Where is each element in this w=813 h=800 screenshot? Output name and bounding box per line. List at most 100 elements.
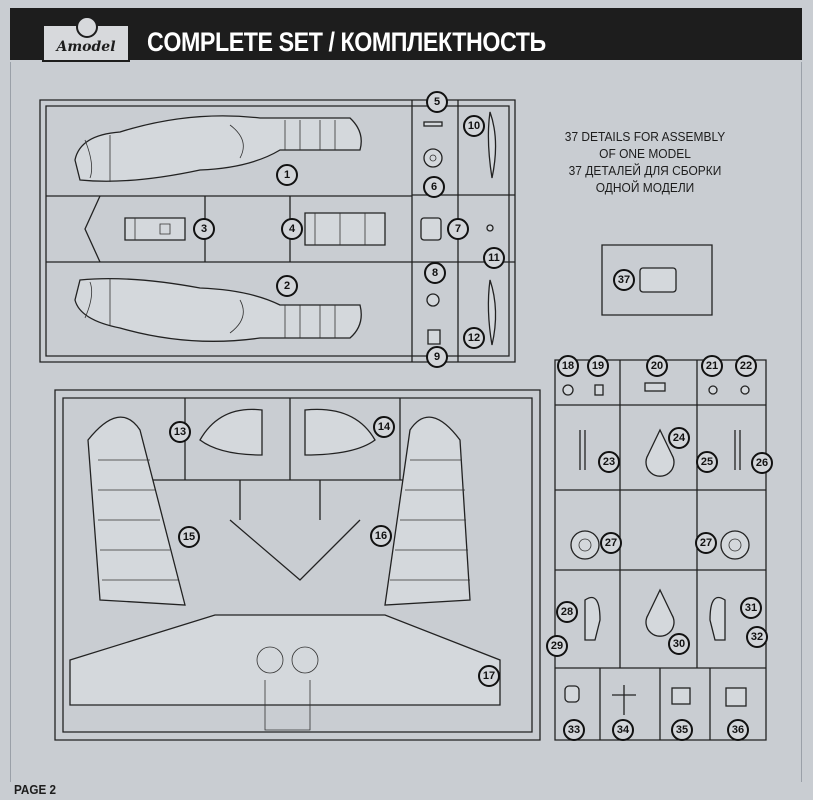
part-number-11: 11 [483, 247, 505, 269]
svg-text:13: 13 [174, 426, 186, 438]
part-number-9: 9 [426, 346, 448, 368]
part-number-31: 31 [740, 597, 762, 619]
svg-text:33: 33 [568, 724, 580, 736]
svg-text:25: 25 [701, 456, 713, 468]
svg-text:26: 26 [756, 457, 768, 469]
note-line-2: OF ONE MODEL [599, 146, 691, 161]
note-line-3: 37 ДЕТАЛЕЙ ДЛЯ СБОРКИ [568, 163, 722, 178]
fuselage-half-2 [74, 277, 362, 342]
svg-text:27: 27 [605, 537, 617, 549]
part-3-shape [124, 217, 186, 241]
svg-text:17: 17 [483, 670, 495, 682]
part-number-8: 8 [424, 262, 446, 284]
part-number-10: 10 [463, 115, 485, 137]
svg-text:3: 3 [201, 223, 207, 235]
page-number: PAGE 2 [14, 782, 57, 797]
part-number-29: 29 [546, 635, 568, 657]
part-number-28: 28 [556, 601, 578, 623]
svg-text:5: 5 [434, 96, 440, 108]
small-parts-5-12 [420, 111, 497, 346]
svg-text:23: 23 [603, 456, 615, 468]
svg-text:19: 19 [592, 360, 604, 372]
wing-right [384, 416, 471, 606]
page-title: COMPLETE SET / КОМПЛЕКТНОСТЬ [147, 27, 546, 57]
part-number-12: 12 [463, 327, 485, 349]
part-number-24: 24 [668, 427, 690, 449]
part-number-27-right: 27 [695, 532, 717, 554]
svg-text:37: 37 [618, 274, 630, 286]
sprue-frame-small-parts [554, 359, 767, 741]
svg-text:6: 6 [431, 181, 437, 193]
part-number-22: 22 [735, 355, 757, 377]
part-number-36: 36 [727, 719, 749, 741]
page-header: Amodel COMPLETE SET / КОМПЛЕКТНОСТЬ [10, 8, 802, 62]
svg-text:14: 14 [378, 421, 391, 433]
svg-text:30: 30 [673, 638, 685, 650]
part-number-17: 17 [478, 665, 500, 687]
part-number-30: 30 [668, 633, 690, 655]
svg-text:16: 16 [375, 530, 387, 542]
wing-left [87, 416, 186, 606]
note-line-4: ОДНОЙ МОДЕЛИ [595, 180, 695, 195]
svg-text:10: 10 [468, 120, 480, 132]
svg-text:21: 21 [706, 360, 718, 372]
svg-text:36: 36 [732, 724, 744, 736]
note-line-1: 37 DETAILS FOR ASSEMBLY [564, 129, 726, 144]
svg-text:15: 15 [183, 531, 195, 543]
svg-text:28: 28 [561, 606, 573, 618]
part-number-1: 1 [276, 164, 298, 186]
part-number-14: 14 [373, 416, 395, 438]
fuselage-half-1 [74, 115, 362, 182]
svg-text:27: 27 [700, 537, 712, 549]
part-number-7: 7 [447, 218, 469, 240]
svg-text:12: 12 [468, 332, 480, 344]
svg-text:31: 31 [745, 602, 757, 614]
part-number-16: 16 [370, 525, 392, 547]
part-number-2: 2 [276, 275, 298, 297]
svg-text:34: 34 [617, 724, 630, 736]
part-number-32: 32 [746, 626, 768, 648]
lower-wing [69, 614, 501, 731]
part-number-27-left: 27 [600, 532, 622, 554]
part-number-6: 6 [423, 176, 445, 198]
page-frame [10, 62, 802, 782]
part-number-26: 26 [751, 452, 773, 474]
part-number-18: 18 [557, 355, 579, 377]
part-number-20: 20 [646, 355, 668, 377]
part-number-5: 5 [426, 91, 448, 113]
part-number-4: 4 [281, 218, 303, 240]
part-number-3: 3 [193, 218, 215, 240]
svg-text:8: 8 [432, 267, 438, 279]
svg-text:11: 11 [488, 252, 500, 264]
svg-text:29: 29 [551, 640, 563, 652]
svg-text:22: 22 [740, 360, 752, 372]
amodel-logo: Amodel [42, 16, 130, 62]
svg-text:4: 4 [289, 223, 296, 235]
part-number-19: 19 [587, 355, 609, 377]
logo-text: Amodel [56, 39, 116, 55]
svg-text:32: 32 [751, 631, 763, 643]
part-number-25: 25 [696, 451, 718, 473]
svg-text:18: 18 [562, 360, 574, 372]
part-number-35: 35 [671, 719, 693, 741]
logo-ring-icon [76, 16, 98, 38]
part-number-13: 13 [169, 421, 191, 443]
part-number-23: 23 [598, 451, 620, 473]
part-number-21: 21 [701, 355, 723, 377]
svg-text:1: 1 [284, 169, 290, 181]
part-4-shape [304, 212, 386, 246]
svg-text:2: 2 [284, 280, 290, 292]
tailplanes [199, 408, 376, 456]
svg-text:20: 20 [651, 360, 663, 372]
assembly-note: 37 DETAILS FOR ASSEMBLY OF ONE MODEL 37 … [550, 128, 740, 196]
small-parts-18-36 [562, 382, 750, 715]
part-number-15: 15 [178, 526, 200, 548]
svg-text:24: 24 [673, 432, 686, 444]
part-number-33: 33 [563, 719, 585, 741]
svg-text:7: 7 [455, 223, 461, 235]
part-number-34: 34 [612, 719, 634, 741]
svg-text:9: 9 [434, 351, 440, 363]
svg-text:35: 35 [676, 724, 688, 736]
part-number-37: 37 [613, 269, 635, 291]
